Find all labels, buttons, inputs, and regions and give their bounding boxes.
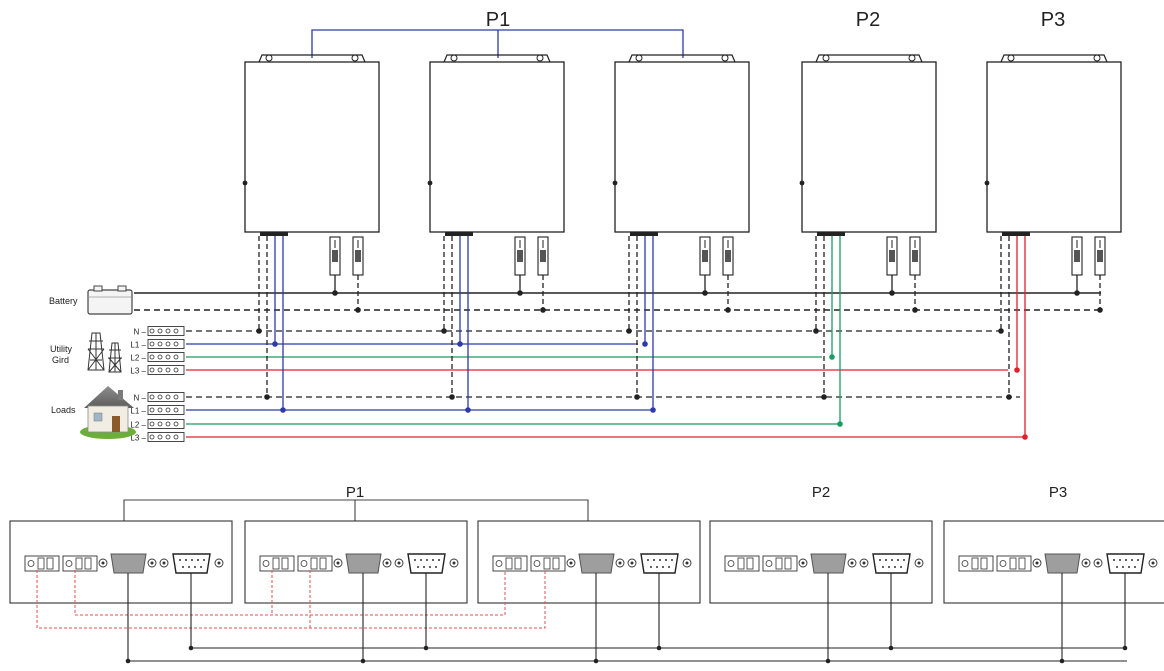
group-label-p3-top: P3: [1041, 9, 1065, 31]
breaker-icon: [514, 236, 526, 276]
db9-port-icon: [172, 553, 211, 574]
comm-panel: [244, 520, 468, 604]
breaker-icon: [886, 236, 898, 276]
terminal-block: L1 –: [130, 339, 185, 350]
breaker-icon: [1094, 236, 1106, 276]
parallel-sharing-links: [36, 570, 546, 629]
terminal-block: N –: [134, 392, 185, 403]
bus-lines: [134, 292, 1101, 438]
db9-port-icon: [1044, 553, 1081, 574]
inverter-unit: [242, 54, 380, 276]
house-icon: [80, 386, 136, 439]
svg-text:N –: N –: [134, 328, 147, 337]
loads-label: Loads: [51, 405, 76, 415]
svg-text:L1 –: L1 –: [130, 341, 146, 350]
svg-text:L3 –: L3 –: [130, 434, 146, 443]
p1-group-bracket: [311, 29, 684, 58]
db9-port-icon: [110, 553, 147, 574]
sharing-port-icon: [492, 555, 566, 572]
p1-bottom-bracket: [123, 499, 589, 521]
svg-text:L2 –: L2 –: [130, 354, 146, 363]
db9-port-icon: [810, 553, 847, 574]
inverter-unit: [984, 54, 1122, 276]
group-label-p1-bottom: P1: [346, 484, 364, 501]
inverter-unit: [612, 54, 750, 276]
terminal-block: L3 –: [130, 432, 185, 443]
comm-panel: [709, 520, 933, 604]
group-label-p2-bottom: P2: [812, 484, 830, 501]
terminal-block: N –: [134, 326, 185, 337]
db9-port-icon: [872, 553, 911, 574]
breaker-icon: [329, 236, 341, 276]
group-label-p2-top: P2: [856, 9, 880, 31]
svg-text:L2 –: L2 –: [130, 421, 146, 430]
comm-panel: [9, 520, 233, 604]
db9-port-icon: [640, 553, 679, 574]
utility-label: Utility: [50, 344, 72, 354]
svg-text:L3 –: L3 –: [130, 367, 146, 376]
group-label-p1-top: P1: [486, 9, 510, 31]
terminal-block: L3 –: [130, 365, 185, 376]
inverter-units: [242, 54, 1122, 276]
db9-port-icon: [407, 553, 446, 574]
breaker-icon: [537, 236, 549, 276]
breaker-icon: [352, 236, 364, 276]
inverter-unit: [799, 54, 937, 276]
breaker-icon: [1071, 236, 1083, 276]
db9-port-icon: [1106, 553, 1145, 574]
sharing-port-icon: [24, 555, 98, 572]
comm-panel: [477, 520, 701, 604]
terminal-block: L2 –: [130, 352, 185, 363]
breaker-icon: [699, 236, 711, 276]
inverter-unit: [427, 54, 565, 276]
terminal-block: L1 –: [130, 405, 185, 416]
svg-text:N –: N –: [134, 394, 147, 403]
grid-label: Gird: [52, 355, 69, 365]
group-label-p3-bottom: P3: [1049, 484, 1067, 501]
sharing-port-icon: [958, 555, 1032, 572]
sharing-port-icon: [724, 555, 798, 572]
svg-text:L1 –: L1 –: [130, 407, 146, 416]
sharing-port-icon: [259, 555, 333, 572]
breaker-icon: [722, 236, 734, 276]
battery-icon: [87, 285, 133, 315]
breaker-icon: [909, 236, 921, 276]
utility-tower-icon: [87, 332, 122, 373]
comm-panel: [943, 520, 1164, 604]
unit-drop-wires: [256, 236, 1103, 440]
terminal-blocks: N – L1 – L2 – L3 – N – L1 – L2 – L3 –: [130, 326, 185, 443]
db9-port-icon: [578, 553, 615, 574]
db9-port-icon: [345, 553, 382, 574]
battery-label: Battery: [49, 296, 78, 306]
communication-bus: [125, 573, 1128, 664]
comm-panels: [9, 520, 1164, 604]
terminal-block: L2 –: [130, 419, 185, 430]
